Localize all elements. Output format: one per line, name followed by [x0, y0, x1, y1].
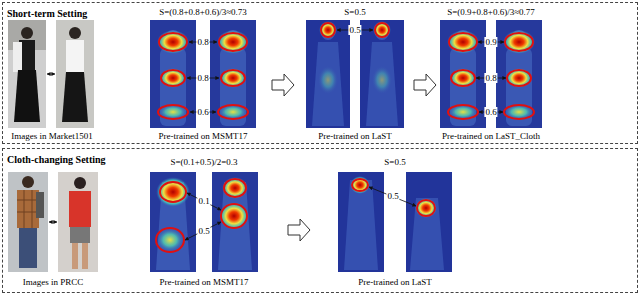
heatmap — [221, 204, 247, 228]
similarity-arrow — [187, 42, 219, 112]
person-photo — [8, 172, 48, 272]
pair-arrow — [47, 74, 55, 75]
heatmap — [212, 172, 258, 272]
score-formula: S=(0.1+0.5)/2=0.3 — [170, 157, 239, 167]
heatmap — [415, 198, 437, 218]
person-photo — [62, 72, 88, 122]
image-caption: Images in Market1501 — [10, 131, 93, 141]
heatmap — [222, 177, 248, 199]
person-photo — [8, 20, 46, 128]
person-photo — [17, 190, 39, 228]
person-photo — [58, 172, 98, 272]
similarity-value: 0.8 — [196, 73, 209, 83]
image-caption: Pre-trained on LaST — [317, 131, 392, 141]
heatmap — [219, 202, 249, 230]
similarity-value: 0.6 — [484, 107, 497, 117]
hollow-arrow — [272, 74, 294, 96]
heatmap — [150, 20, 196, 128]
heatmap — [352, 179, 368, 191]
person-photo — [21, 27, 33, 39]
person-photo — [70, 227, 90, 243]
heatmap — [306, 20, 350, 128]
setting-panel: Cloth-changing Setting — [2, 148, 638, 293]
similarity-arrow — [185, 222, 221, 240]
similarity-value: 0.5 — [197, 226, 210, 236]
panel-title: Cloth-changing Setting — [3, 153, 110, 167]
heatmap — [360, 20, 404, 128]
person-photo — [56, 20, 94, 128]
person-photo — [82, 243, 88, 269]
hollow-arrow — [414, 74, 436, 96]
person-photo — [8, 20, 46, 128]
person-photo — [14, 70, 40, 122]
person-photo — [36, 192, 44, 218]
heatmap — [410, 198, 444, 270]
similarity-arrow — [187, 193, 221, 210]
image-caption: Pre-trained on LaST — [357, 277, 432, 287]
score-formula: S=0.5 — [383, 157, 406, 167]
score-formula: S=(0.9+0.8+0.6)/3≈0.77 — [446, 7, 536, 17]
heatmap — [338, 172, 384, 272]
similarity-value: 0.5 — [348, 25, 361, 35]
similarity-value: 0.8 — [196, 37, 209, 47]
image-caption: Images in PRCC — [22, 277, 85, 287]
heatmap — [150, 172, 196, 272]
person-photo — [74, 177, 86, 189]
heatmap — [417, 200, 435, 216]
person-photo — [66, 40, 84, 72]
person-photo — [17, 190, 39, 228]
person-photo — [13, 42, 22, 72]
heatmap — [350, 176, 370, 194]
heatmap — [150, 172, 196, 272]
person-photo — [22, 176, 34, 188]
heatmap — [156, 228, 184, 252]
similarity-arrow — [185, 193, 221, 240]
person-photo — [69, 27, 81, 39]
setting-panel: Short-term Setting — [2, 2, 638, 144]
person-photo — [58, 172, 98, 272]
heatmap — [406, 172, 452, 272]
pair-arrow — [49, 222, 57, 223]
person-photo — [8, 172, 48, 272]
similarity-value: 0.1 — [197, 196, 210, 206]
heatmap — [406, 172, 452, 272]
heatmap — [160, 182, 186, 202]
image-caption: Pre-trained on MSMT17 — [158, 131, 249, 141]
score-formula: S=(0.8+0.8+0.6)/3≈0.73 — [158, 7, 248, 17]
heatmap — [212, 172, 258, 272]
heatmap — [156, 228, 184, 252]
person-photo — [19, 228, 37, 268]
similarity-arrow — [476, 42, 506, 112]
similarity-value: 0.8 — [484, 73, 497, 83]
similarity-value: 0.6 — [196, 107, 209, 117]
person-photo — [72, 243, 78, 269]
heatmap — [210, 20, 256, 128]
person-photo — [56, 20, 94, 128]
similarity-arrow — [369, 187, 416, 206]
similarity-value: 0.9 — [484, 37, 497, 47]
score-formula: S=0.5 — [343, 7, 366, 17]
image-caption: Pre-trained on MSMT17 — [159, 277, 250, 287]
heatmap — [224, 179, 246, 197]
heatmap — [156, 177, 190, 207]
heatmap — [338, 172, 384, 272]
image-caption: Pre-trained on LaST_Cloth — [441, 131, 541, 141]
similarity-value: 0.5 — [386, 191, 399, 201]
hollow-arrow — [288, 219, 310, 241]
person-photo — [69, 191, 91, 227]
panel-title: Short-term Setting — [3, 7, 91, 21]
